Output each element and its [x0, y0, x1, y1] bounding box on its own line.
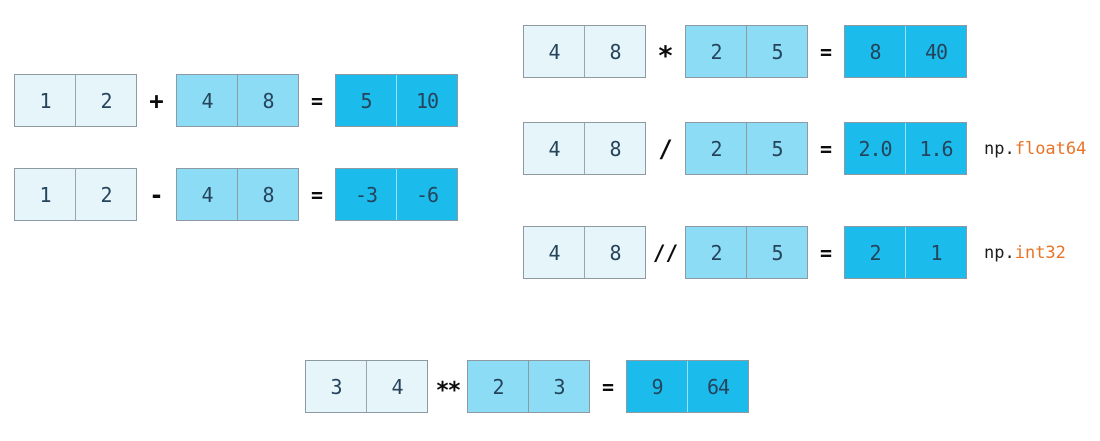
array-cell: 3	[528, 361, 589, 412]
array-cell: 2	[869, 240, 881, 265]
array-cell: 64	[687, 361, 748, 412]
dtype-name: int32	[1014, 242, 1066, 263]
array-cell: 2	[75, 75, 136, 126]
dtype-prefix: np.	[984, 242, 1015, 263]
result-array: 2 1	[844, 226, 967, 279]
operand-b-array: 2 3	[467, 360, 590, 413]
equation-row-add: 1 2 + 4 8 = 5 10	[14, 74, 458, 127]
array-cell: 9	[651, 374, 663, 399]
result-array: 2.0 1.6	[844, 122, 967, 175]
array-cell: 4	[548, 136, 560, 161]
operand-b-array: 2 5	[685, 122, 808, 175]
array-cell: 8	[584, 227, 645, 278]
equation-row-multiply: 4 8 * 2 5 = 8 40	[523, 25, 967, 78]
result-array: 5 10	[335, 74, 458, 127]
divide-operator: /	[658, 134, 673, 163]
operand-b-array: 2 5	[685, 25, 808, 78]
array-cell: 8	[584, 26, 645, 77]
array-cell: -3	[354, 182, 378, 207]
result-array: -3 -6	[335, 168, 458, 221]
array-cell: 1	[39, 182, 51, 207]
array-cell: 2	[710, 136, 722, 161]
equation-row-floor-divide: 4 8 // 2 5 = 2 1 np.int32	[523, 226, 1066, 279]
array-cell: 8	[869, 39, 881, 64]
operand-a-array: 4 8	[523, 25, 646, 78]
dtype-label-float64: np.float64	[984, 122, 1086, 175]
array-cell: 8	[237, 75, 298, 126]
array-cell: 2	[492, 374, 504, 399]
array-cell: 1	[39, 88, 51, 113]
array-cell: 5	[746, 26, 807, 77]
dtype-name: float64	[1014, 138, 1087, 159]
array-cell: -6	[396, 169, 457, 220]
array-cell: 40	[905, 26, 966, 77]
array-cell: 4	[201, 182, 213, 207]
minus-operator: -	[149, 180, 164, 209]
equals-sign: =	[819, 240, 833, 265]
array-cell: 4	[366, 361, 427, 412]
array-cell: 8	[237, 169, 298, 220]
dtype-prefix: np.	[984, 138, 1015, 159]
equation-row-divide: 4 8 / 2 5 = 2.0 1.6 np.float64	[523, 122, 1086, 175]
array-cell: 10	[396, 75, 457, 126]
array-cell: 2.0	[858, 136, 892, 161]
equals-sign: =	[310, 88, 324, 113]
array-cell: 1	[905, 227, 966, 278]
array-cell: 2	[710, 240, 722, 265]
operand-a-array: 4 8	[523, 226, 646, 279]
operand-b-array: 4 8	[176, 168, 299, 221]
array-cell: 4	[548, 39, 560, 64]
plus-operator: +	[149, 86, 164, 115]
array-cell: 3	[330, 374, 342, 399]
array-cell: 2	[75, 169, 136, 220]
result-array: 9 64	[626, 360, 749, 413]
array-cell: 5	[746, 123, 807, 174]
equation-row-subtract: 1 2 - 4 8 = -3 -6	[14, 168, 458, 221]
equals-sign: =	[819, 39, 833, 64]
operand-a-array: 1 2	[14, 74, 137, 127]
array-cell: 5	[360, 88, 372, 113]
array-cell: 4	[548, 240, 560, 265]
equation-row-power: 3 4 ** 2 3 = 9 64	[305, 360, 749, 413]
array-cell: 2	[710, 39, 722, 64]
operand-a-array: 4 8	[523, 122, 646, 175]
operand-a-array: 3 4	[305, 360, 428, 413]
operand-b-array: 2 5	[685, 226, 808, 279]
dtype-label-int32: np.int32	[984, 226, 1066, 279]
array-cell: 1.6	[905, 123, 966, 174]
multiply-operator: *	[657, 40, 674, 72]
equals-sign: =	[601, 374, 615, 399]
power-operator: **	[435, 378, 462, 404]
operand-a-array: 1 2	[14, 168, 137, 221]
floor-divide-operator: //	[652, 240, 679, 265]
array-cell: 5	[746, 227, 807, 278]
array-cell: 8	[584, 123, 645, 174]
array-cell: 4	[201, 88, 213, 113]
result-array: 8 40	[844, 25, 967, 78]
equals-sign: =	[310, 182, 324, 207]
equals-sign: =	[819, 136, 833, 161]
operand-b-array: 4 8	[176, 74, 299, 127]
